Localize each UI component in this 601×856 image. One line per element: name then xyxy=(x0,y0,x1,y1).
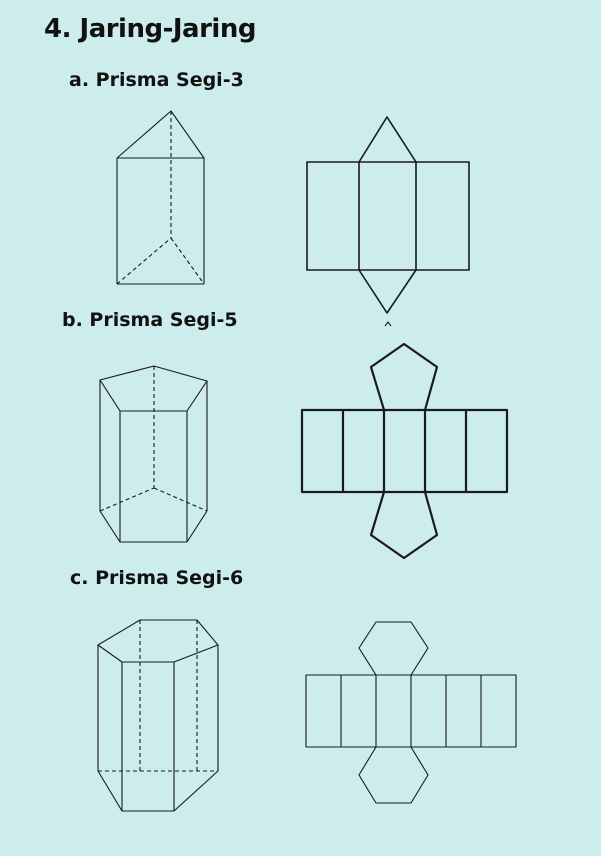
triangular-prism-net xyxy=(306,116,470,314)
hexagonal-prism-net xyxy=(305,621,517,804)
triangular-prism-solid xyxy=(116,110,205,285)
pentagonal-prism-net xyxy=(300,342,509,560)
pentagonal-prism-solid xyxy=(99,365,208,543)
section-heading-triangular-prism: a. Prisma Segi-3 xyxy=(69,69,244,91)
section-heading-pentagonal-prism: b. Prisma Segi-5 xyxy=(62,309,238,331)
page-title: 4. Jaring-Jaring xyxy=(44,14,256,44)
caret-mark xyxy=(384,321,392,327)
hexagonal-prism-solid xyxy=(97,619,219,812)
section-heading-hexagonal-prism: c. Prisma Segi-6 xyxy=(70,567,244,589)
